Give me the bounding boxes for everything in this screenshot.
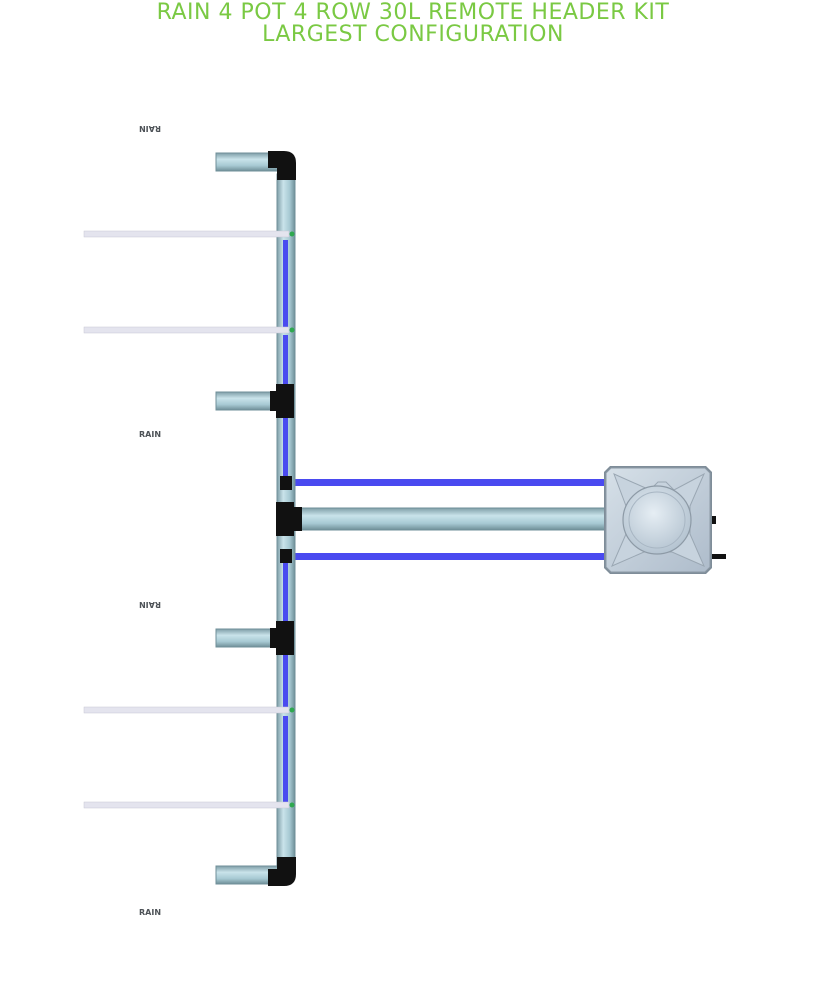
tee-fitting-icon: [270, 384, 294, 418]
drain-connectors: [289, 231, 295, 808]
tee-fitting-icon: [276, 502, 302, 536]
pot-label: RAIN: [139, 908, 161, 917]
drain-lines: [83, 230, 290, 809]
page-subtitle: LARGEST CONFIGURATION: [262, 22, 564, 47]
pot-label: RAIN: [139, 600, 161, 609]
branch-pipes: [215, 152, 279, 885]
grow-pot-icon: RAIN: [85, 97, 161, 133]
supply-tubes: [290, 479, 606, 560]
elbow-fitting-icon: [268, 151, 296, 180]
header-tank-icon: [604, 466, 726, 574]
manifold-couplers: [280, 476, 292, 563]
pot-label: RAIN: [139, 124, 161, 133]
grow-pot-icon: RAIN: [85, 573, 161, 609]
elbow-fitting-icon: [268, 857, 296, 886]
main-feed-pipe: [295, 507, 609, 531]
page-title: RAIN 4 POT 4 ROW 30L REMOTE HEADER KIT: [156, 0, 670, 25]
tee-fitting-icon: [270, 621, 294, 655]
pot-label: RAIN: [139, 430, 161, 439]
title-block: RAIN 4 POT 4 ROW 30L REMOTE HEADER KIT L…: [0, 2, 826, 46]
